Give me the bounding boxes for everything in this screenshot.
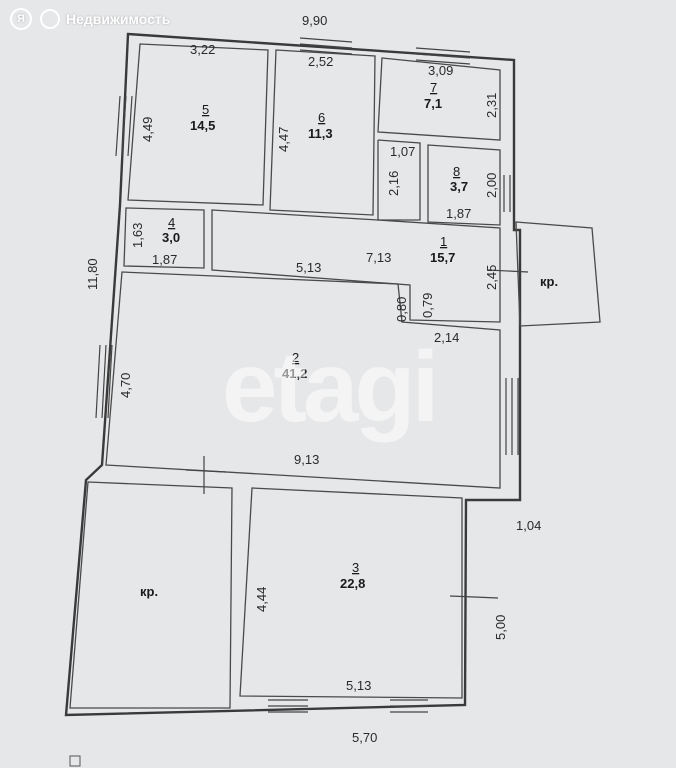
room-7 (377, 57, 501, 141)
window-left-2 (95, 344, 113, 419)
room-8 (427, 144, 501, 226)
dim-right-offset: 1,04 (516, 518, 541, 533)
dim-top: 9,90 (302, 13, 327, 28)
dim-bottom: 5,70 (352, 730, 377, 745)
room-2-area: 41,2 (282, 366, 307, 381)
dim-r7-w: 3,09 (428, 63, 453, 78)
room-1-area: 15,7 (430, 250, 455, 265)
dim-r2-h: 4,70 (118, 373, 133, 398)
dim-r2-w: 9,13 (294, 452, 319, 467)
dim-r2-w-top: 2,14 (434, 330, 459, 345)
dim-r1-h: 2,45 (484, 265, 499, 290)
window-right-2 (505, 378, 519, 455)
room-8-number: 8 (453, 164, 460, 179)
dim-r5-h: 4,49 (140, 117, 155, 142)
dim-r1-s2: 0,79 (420, 293, 435, 318)
door-mark (487, 269, 529, 273)
dim-r6-w: 2,52 (308, 54, 333, 69)
room-3 (239, 487, 463, 699)
porch-lower (69, 481, 233, 709)
room-6 (269, 49, 376, 216)
legend-square (69, 755, 81, 767)
dim-corr-h: 2,16 (386, 171, 401, 196)
brand-label: Недвижимость (66, 11, 171, 27)
room-6-area: 11,3 (308, 126, 333, 141)
room-1-number: 1 (440, 234, 447, 249)
window-bottom-3b (390, 699, 428, 713)
dim-r1-w2: 7,13 (366, 250, 391, 265)
dim-r3-w: 5,13 (346, 678, 371, 693)
room-3-area: 22,8 (340, 576, 365, 591)
dim-r8-h: 2,00 (484, 173, 499, 198)
window-top-6 (299, 37, 353, 55)
room-5-area: 14,5 (190, 118, 215, 133)
room-2 (105, 271, 501, 489)
window-left-5 (115, 95, 133, 157)
dim-r5-w: 3,22 (190, 42, 215, 57)
dim-r7-h: 2,31 (484, 93, 499, 118)
room-5 (127, 43, 269, 206)
dim-r8-w: 1,87 (446, 206, 471, 221)
corridor-wall (377, 139, 421, 221)
dim-r1-s1: 0,80 (394, 297, 409, 322)
window-top-7 (415, 47, 471, 65)
dim-r1-w1: 5,13 (296, 260, 321, 275)
room-1 (211, 209, 501, 323)
room-7-number: 7 (430, 80, 437, 95)
brand-watermark: Я Недвижимость (0, 0, 170, 38)
dim-r6-h: 4,47 (276, 127, 291, 152)
window-bottom-3a (268, 699, 308, 713)
yandex-logo-icon: Я (10, 8, 32, 30)
outer-wall (64, 32, 522, 717)
room-5-number: 5 (202, 102, 209, 117)
room-4 (123, 207, 205, 269)
dim-r4-w: 1,87 (152, 252, 177, 267)
dim-r3-h: 4,44 (254, 587, 269, 612)
dim-left: 11,80 (85, 258, 100, 290)
window-right-8 (503, 175, 511, 212)
dim-corr-w: 1,07 (390, 144, 415, 159)
porch-right-label: кр. (540, 274, 558, 289)
room-8-area: 3,7 (450, 179, 468, 194)
door-mark (449, 595, 499, 599)
room-4-area: 3,0 (162, 230, 180, 245)
porch-right (515, 221, 601, 327)
room-4-number: 4 (168, 215, 175, 230)
room-6-number: 6 (318, 110, 325, 125)
dim-r4-h: 1,63 (130, 223, 145, 248)
dim-right-lower: 5,00 (493, 615, 508, 640)
ring-icon (40, 9, 60, 29)
door-mark (185, 469, 227, 473)
etagi-watermark: etagi (222, 331, 439, 443)
room-3-number: 3 (352, 560, 359, 575)
porch-lower-label: кр. (140, 584, 158, 599)
room-2-number: 2 (292, 350, 299, 365)
room-7-area: 7,1 (424, 96, 442, 111)
